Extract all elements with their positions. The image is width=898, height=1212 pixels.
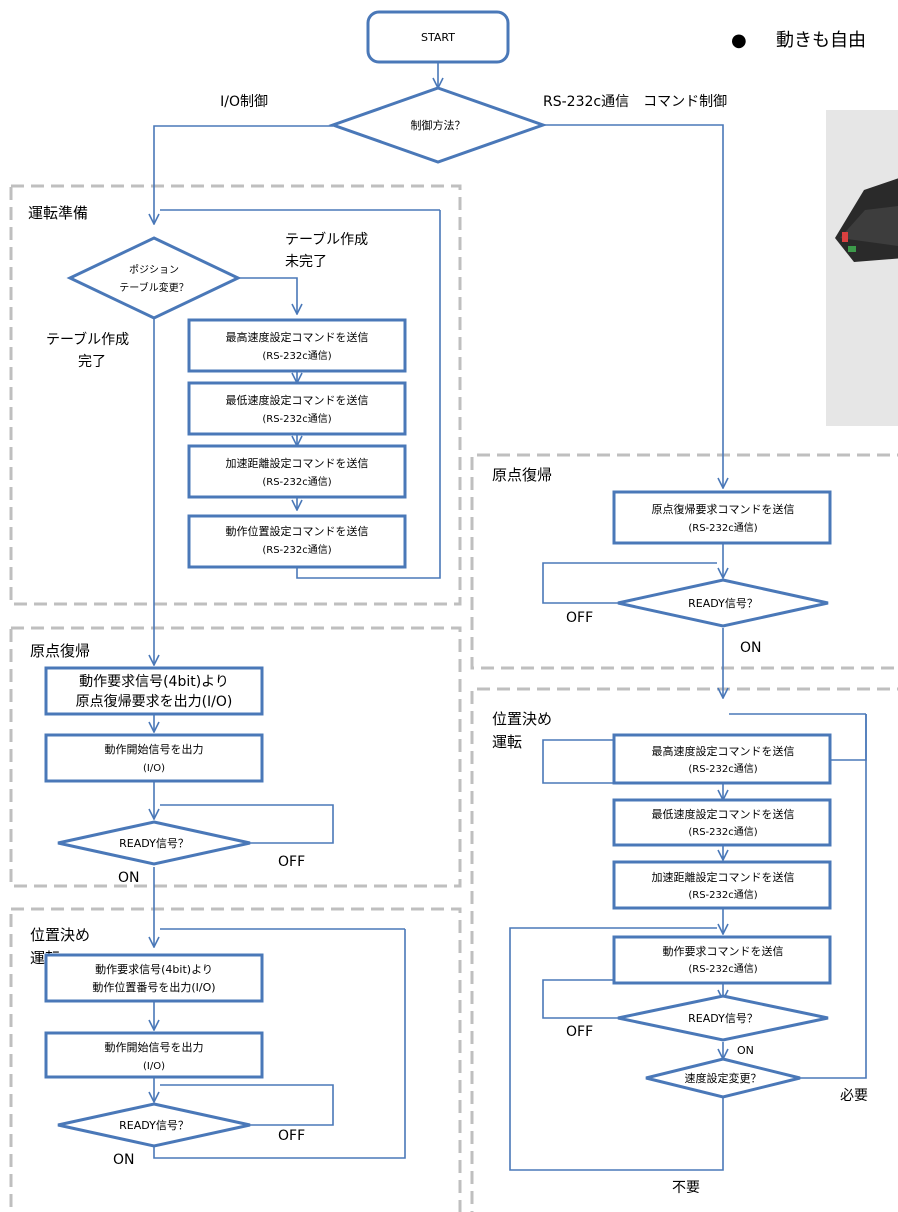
start-terminal — [366, 10, 510, 64]
start-label: START — [421, 31, 455, 44]
svg-text:動作要求信号(4bit)より: 動作要求信号(4bit)より — [79, 674, 229, 690]
control-method-decision — [328, 86, 548, 164]
svg-text:最高速度設定コマンドを送信: 最高速度設定コマンドを送信 — [652, 744, 795, 758]
right-pos-title-1: 位置決め — [492, 710, 552, 728]
right-pos-ready-decision — [617, 994, 829, 1042]
prep-step-4: 動作位置設定コマンドを送信 (RS-232c通信) — [187, 514, 407, 569]
section-frames — [9, 184, 898, 1212]
svg-text:動作開始信号を出力: 動作開始信号を出力 — [105, 742, 204, 756]
position-table-text-1: ポジション — [129, 264, 179, 276]
svg-text:(RS-232c通信): (RS-232c通信) — [262, 413, 331, 425]
connectors — [154, 62, 867, 1171]
prep-step-1: 最高速度設定コマンドを送信 (RS-232c通信) — [187, 318, 407, 373]
right-pos-ready-text: READY信号？ — [688, 1012, 758, 1025]
control-method-text: 制御方法？ — [411, 118, 466, 132]
speed-change-decision — [645, 1057, 801, 1099]
svg-text:動作開始信号を出力: 動作開始信号を出力 — [105, 1040, 204, 1054]
right-pos-off-label: OFF — [566, 1024, 593, 1040]
svg-text:動作位置設定コマンドを送信: 動作位置設定コマンドを送信 — [226, 524, 369, 538]
svg-text:動作要求コマンドを送信: 動作要求コマンドを送信 — [663, 944, 784, 958]
table-complete-label-1: テーブル作成 — [46, 331, 129, 348]
left-pos-ready-text: READY信号？ — [119, 1119, 189, 1132]
speed-change-text: 速度設定変更？ — [685, 1071, 762, 1085]
table-incomplete-label-1: テーブル作成 — [285, 231, 368, 248]
right-home-ready-text: READY信号？ — [688, 597, 758, 610]
left-home-on-label: ON — [118, 870, 140, 886]
rs232-control-label: RS-232c通信 コマンド制御 — [543, 94, 727, 110]
table-complete-label-2: 完了 — [78, 354, 106, 370]
position-table-decision — [66, 236, 242, 320]
io-control-label: I/O制御 — [220, 94, 268, 110]
right-pos-step-4: 動作要求コマンドを送信 (RS-232c通信) — [612, 935, 832, 985]
frame-right-home — [470, 453, 898, 670]
svg-text:(RS-232c通信): (RS-232c通信) — [688, 889, 757, 901]
left-home-title: 原点復帰 — [30, 642, 90, 660]
svg-text:動作位置番号を出力(I/O): 動作位置番号を出力(I/O) — [92, 980, 215, 994]
svg-text:(RS-232c通信): (RS-232c通信) — [688, 763, 757, 775]
left-pos-title-1: 位置決め — [30, 926, 90, 944]
left-home-ready-text: READY信号？ — [119, 837, 189, 850]
right-pos-on-label: ON — [737, 1044, 754, 1057]
prep-step-3: 加速距離設定コマンドを送信 (RS-232c通信) — [187, 444, 407, 499]
right-home-title: 原点復帰 — [492, 466, 552, 484]
svg-text:(RS-232c通信): (RS-232c通信) — [688, 826, 757, 838]
header-text: 動きも自由 — [776, 30, 866, 51]
right-pos-title-2: 運転 — [492, 733, 522, 751]
svg-text:原点復帰要求を出力(I/O): 原点復帰要求を出力(I/O) — [76, 693, 233, 710]
frame-right-pos — [470, 687, 898, 1212]
svg-text:(RS-232c通信): (RS-232c通信) — [262, 544, 331, 556]
svg-text:(RS-232c通信): (RS-232c通信) — [688, 522, 757, 534]
left-home-request-box: 動作要求信号(4bit)より 原点復帰要求を出力(I/O) — [44, 666, 264, 716]
svg-text:(I/O): (I/O) — [143, 1061, 165, 1072]
right-home-ready-decision — [617, 578, 829, 628]
left-pos-ready-decision — [57, 1102, 251, 1148]
prep-title: 運転準備 — [28, 204, 88, 222]
right-pos-step-3: 加速距離設定コマンドを送信 (RS-232c通信) — [612, 860, 832, 910]
prep-step-2: 最低速度設定コマンドを送信 (RS-232c通信) — [187, 381, 407, 436]
speed-needed-label: 必要 — [840, 1088, 868, 1104]
left-pos-start-box: 動作開始信号を出力 (I/O) — [44, 1031, 264, 1079]
left-pos-request-box: 動作要求信号(4bit)より 動作位置番号を出力(I/O) — [44, 953, 264, 1003]
svg-text:(I/O): (I/O) — [143, 763, 165, 774]
svg-text:最低速度設定コマンドを送信: 最低速度設定コマンドを送信 — [226, 393, 369, 407]
left-home-start-box: 動作開始信号を出力 (I/O) — [44, 733, 264, 783]
left-home-ready-decision — [57, 820, 251, 866]
svg-text:最高速度設定コマンドを送信: 最高速度設定コマンドを送信 — [226, 330, 369, 344]
svg-text:最低速度設定コマンドを送信: 最低速度設定コマンドを送信 — [652, 807, 795, 821]
product-photo — [826, 110, 898, 426]
right-pos-step-2: 最低速度設定コマンドを送信 (RS-232c通信) — [612, 798, 832, 847]
svg-text:(RS-232c通信): (RS-232c通信) — [262, 476, 331, 488]
right-home-off-label: OFF — [566, 610, 593, 626]
svg-text:動作要求信号(4bit)より: 動作要求信号(4bit)より — [95, 962, 213, 976]
left-pos-off-label: OFF — [278, 1128, 305, 1144]
svg-text:(RS-232c通信): (RS-232c通信) — [262, 350, 331, 362]
svg-text:原点復帰要求コマンドを送信: 原点復帰要求コマンドを送信 — [652, 502, 795, 516]
left-pos-on-label: ON — [113, 1152, 135, 1168]
header-bullet: ● — [731, 30, 747, 51]
speed-not-needed-label: 不要 — [672, 1180, 700, 1196]
svg-text:加速距離設定コマンドを送信: 加速距離設定コマンドを送信 — [652, 870, 795, 884]
svg-text:加速距離設定コマンドを送信: 加速距離設定コマンドを送信 — [226, 456, 369, 470]
frame-left-pos — [9, 907, 462, 1212]
table-incomplete-label-2: 未完了 — [285, 254, 327, 270]
frame-left-prep — [9, 184, 462, 606]
left-home-off-label: OFF — [278, 854, 305, 870]
right-pos-step-1: 最高速度設定コマンドを送信 (RS-232c通信) — [612, 733, 832, 785]
right-home-request-box: 原点復帰要求コマンドを送信 (RS-232c通信) — [612, 490, 832, 545]
frame-left-home — [9, 626, 462, 888]
right-home-on-label: ON — [740, 640, 762, 656]
position-table-text-2: テーブル変更？ — [119, 281, 188, 294]
svg-text:(RS-232c通信): (RS-232c通信) — [688, 963, 757, 975]
